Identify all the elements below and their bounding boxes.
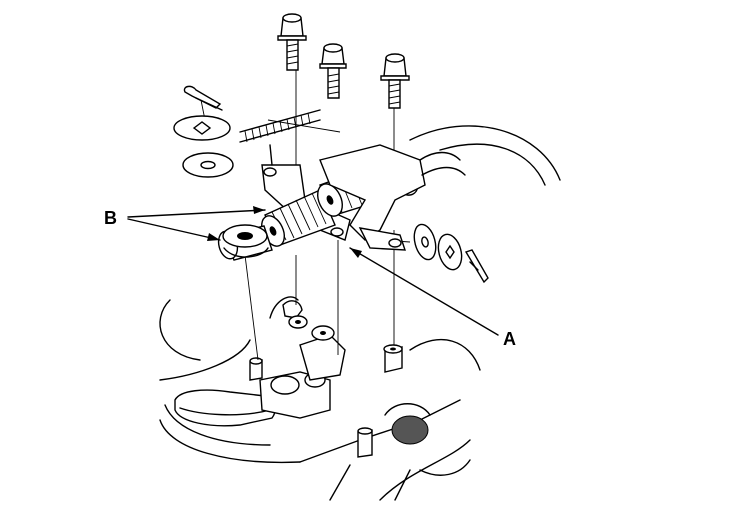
- bushing-b: [217, 224, 273, 261]
- washer-right-outer: [413, 223, 437, 261]
- callout-label-b: B: [104, 208, 117, 228]
- cotter-pin-right: [464, 249, 489, 284]
- transmission-housing: [159, 125, 561, 501]
- washer-right-inner: [437, 233, 463, 271]
- shift-lever-housing: [174, 296, 431, 458]
- cotter-pin-left: [183, 85, 223, 111]
- mounting-bolt-left: [277, 13, 307, 71]
- cable-spring-upper: [239, 109, 321, 143]
- washer-upper-left: [173, 115, 231, 141]
- washer-lower-left: [182, 152, 234, 178]
- leader-lines: [127, 206, 499, 336]
- mounting-bolt-right: [380, 53, 410, 109]
- callout-label-a: A: [503, 329, 516, 349]
- cable-end-bracket: [319, 144, 466, 251]
- mounting-bolt-middle: [319, 43, 347, 99]
